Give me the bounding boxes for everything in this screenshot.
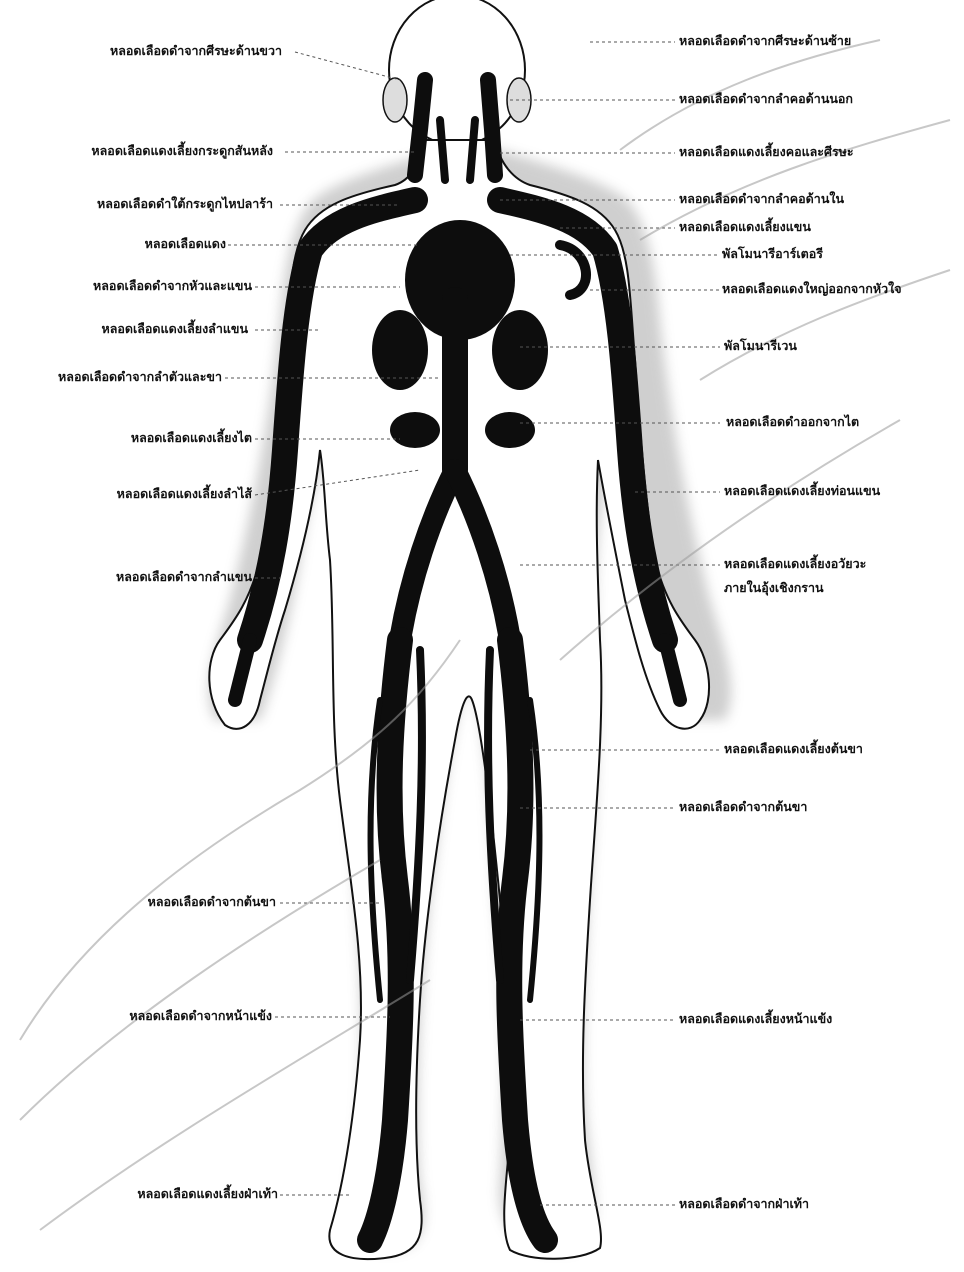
label-aorta: หลอดเลือดแดงใหญ่ออกจากหัวใจ [722, 281, 902, 297]
label-femoral-vein-left: หลอดเลือดดำจากต้นขา [148, 894, 276, 910]
label-brachial-artery: หลอดเลือดแดงเลี้ยงลำแขน [101, 321, 248, 337]
label-artery: หลอดเลือดแดง [145, 236, 226, 252]
label-external-jugular-vein: หลอดเลือดดำจากลำคอด้านนอก [679, 91, 853, 107]
label-forearm-artery: หลอดเลือดแดงเลี้ยงท่อนแขน [724, 483, 880, 499]
label-femoral-artery: หลอดเลือดแดงเลี้ยงต้นขา [724, 741, 863, 757]
label-tibial-vein: หลอดเลือดดำจากหน้าแข้ง [129, 1008, 272, 1024]
label-vertebral-artery: หลอดเลือดแดงเลี้ยงกระดูกสันหลัง [91, 143, 273, 159]
label-iliac-artery-line2: ภายในอุ้งเชิงกราน [724, 580, 824, 596]
label-subclavian-artery: หลอดเลือดแดงเลี้ยงแขน [679, 219, 811, 235]
label-inferior-vena-cava: หลอดเลือดดำจากลำตัวและขา [58, 369, 222, 385]
label-pulmonary-artery: พัลโมนารีอาร์เตอรี [722, 246, 823, 262]
label-plantar-artery: หลอดเลือดแดงเลี้ยงฝ่าเท้า [137, 1186, 278, 1202]
label-plantar-vein: หลอดเลือดดำจากฝ่าเท้า [679, 1196, 809, 1212]
label-subclavian-vein: หลอดเลือดดำใต้กระดูกไหปลาร้า [97, 196, 273, 212]
head-outline [389, 0, 525, 145]
label-internal-jugular-vein: หลอดเลือดดำจากลำคอด้านใน [679, 191, 844, 207]
label-left-head-vein: หลอดเลือดดำจากศีรษะด้านซ้าย [679, 33, 851, 49]
label-brachiocephalic-vein: หลอดเลือดดำจากหัวและแขน [93, 278, 252, 294]
label-renal-vein: หลอดเลือดดำออกจากไต [726, 414, 859, 430]
label-renal-artery: หลอดเลือดแดงเลี้ยงไต [131, 430, 252, 446]
label-pulmonary-vein: พัลโมนารีเวน [724, 338, 797, 354]
label-iliac-artery-line1: หลอดเลือดแดงเลี้ยงอวัยวะ [724, 556, 866, 572]
label-right-head-vein: หลอดเลือดดำจากศีรษะด้านขวา [110, 43, 282, 59]
label-tibial-artery: หลอดเลือดแดงเลี้ยงหน้าแข้ง [679, 1011, 832, 1027]
label-carotid-artery: หลอดเลือดแดงเลี้ยงคอและศีรษะ [679, 144, 854, 160]
label-femoral-vein-right: หลอดเลือดดำจากต้นขา [679, 799, 807, 815]
label-arm-vein: หลอดเลือดดำจากลำแขน [116, 569, 252, 585]
label-mesenteric-artery: หลอดเลือดแดงเลี้ยงลำไส้ [117, 486, 252, 502]
